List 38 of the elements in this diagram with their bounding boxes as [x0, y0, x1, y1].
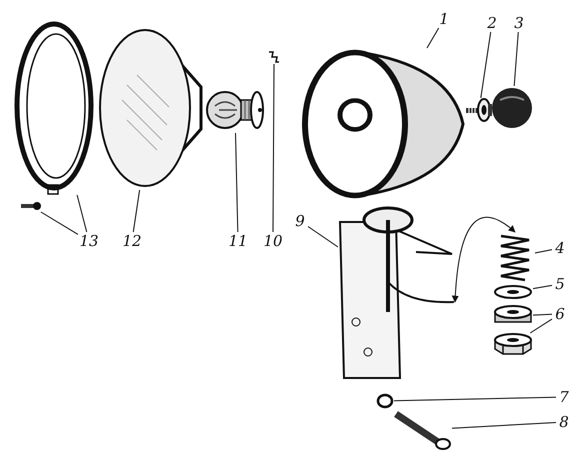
callout-number: 13	[78, 232, 100, 250]
callout-number: 8	[556, 413, 572, 431]
callout-number: 10	[262, 232, 284, 250]
leader-line	[452, 422, 556, 429]
headlamp-housing-drawing	[300, 48, 465, 200]
leader-line	[272, 64, 274, 232]
callout-number: 1	[436, 10, 452, 28]
washer-drawing	[493, 285, 533, 299]
leader-line	[426, 28, 440, 48]
callout-number: 7	[556, 388, 572, 406]
leader-line	[530, 318, 552, 334]
leader-line	[534, 249, 552, 254]
leader-line	[514, 32, 519, 86]
callout-number: 6	[552, 305, 568, 323]
leader-line	[40, 212, 78, 235]
callout-number: 11	[228, 232, 248, 250]
callout-number: 12	[121, 232, 143, 250]
leader-line	[308, 226, 338, 248]
knob-drawing	[490, 86, 535, 131]
bolt-drawing	[466, 98, 492, 122]
leader-line	[394, 396, 556, 402]
callout-number: 2	[484, 14, 500, 32]
leader-line	[532, 284, 552, 290]
callout-number: 9	[292, 212, 308, 230]
leader-line	[235, 132, 238, 232]
contact-spring-drawing	[268, 50, 280, 64]
leader-line	[532, 314, 552, 316]
washer-drawing	[376, 393, 394, 409]
leader-line	[76, 194, 88, 232]
callout-number: 3	[511, 14, 527, 32]
wire-arrow	[452, 217, 516, 303]
leader-line	[480, 32, 492, 98]
bolt-drawing	[392, 410, 452, 450]
callout-number: 4	[552, 239, 568, 257]
nut-drawing	[493, 333, 533, 355]
screw-drawing	[20, 200, 42, 212]
leader-line	[132, 190, 140, 232]
callout-number: 5	[552, 275, 568, 293]
